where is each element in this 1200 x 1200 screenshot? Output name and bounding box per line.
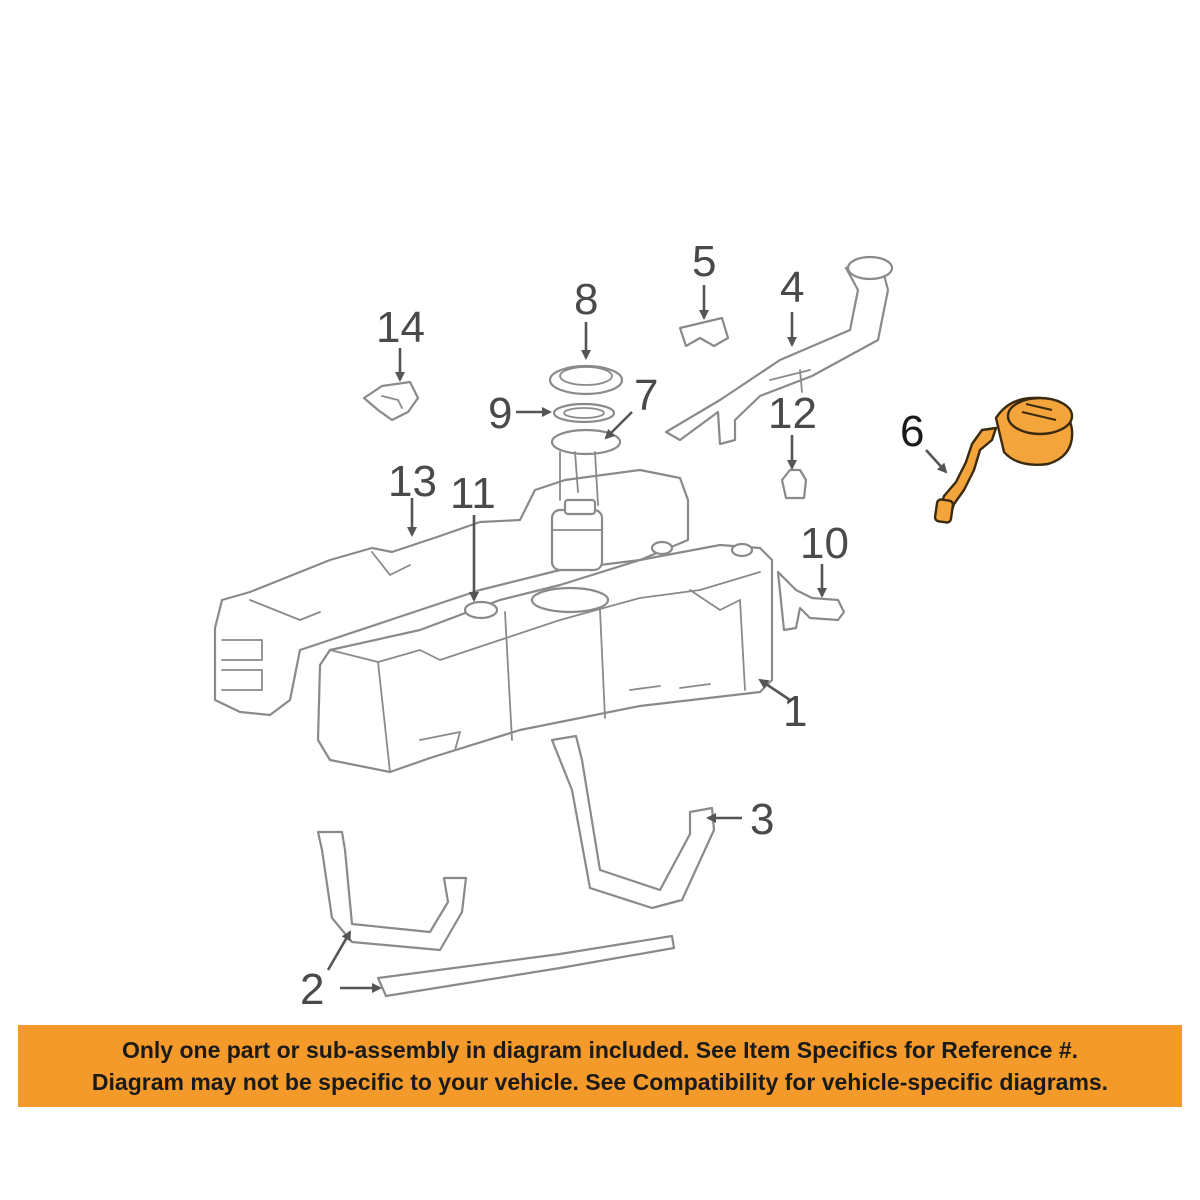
fuel-cap-highlighted (933, 396, 1074, 524)
callout-8: 8 (574, 275, 598, 324)
callout-7: 7 (634, 371, 658, 420)
callout-6: 6 (900, 407, 924, 456)
disclaimer-line-2: Diagram may not be specific to your vehi… (91, 1069, 1109, 1095)
callout-12: 12 (768, 389, 817, 438)
seal (552, 402, 616, 424)
strap-bottom (376, 934, 676, 998)
retainer-11 (463, 600, 499, 620)
valve-12 (780, 468, 808, 500)
bracket-5 (678, 316, 730, 348)
strap-left (316, 830, 468, 952)
filler-pipe (664, 255, 894, 446)
callout-1: 1 (783, 687, 807, 736)
callout-10: 10 (800, 519, 849, 568)
callout-arrows (326, 285, 948, 993)
fuel-pump-module (550, 428, 622, 572)
callout-4: 4 (780, 263, 804, 312)
callout-3: 3 (750, 795, 774, 844)
lock-ring (548, 364, 624, 396)
clip-14 (362, 380, 420, 422)
strap-right (550, 734, 716, 910)
bracket-10 (776, 570, 846, 632)
callout-9: 9 (488, 389, 512, 438)
callout-5: 5 (692, 237, 716, 286)
disclaimer-line-1: Only one part or sub-assembly in diagram… (121, 1037, 1079, 1063)
callout-2: 2 (300, 965, 324, 1014)
callout-13: 13 (388, 457, 437, 506)
callout-14: 14 (376, 303, 425, 352)
disclaimer-banner: Only one part or sub-assembly in diagram… (18, 1025, 1182, 1107)
callout-11: 11 (450, 469, 496, 518)
